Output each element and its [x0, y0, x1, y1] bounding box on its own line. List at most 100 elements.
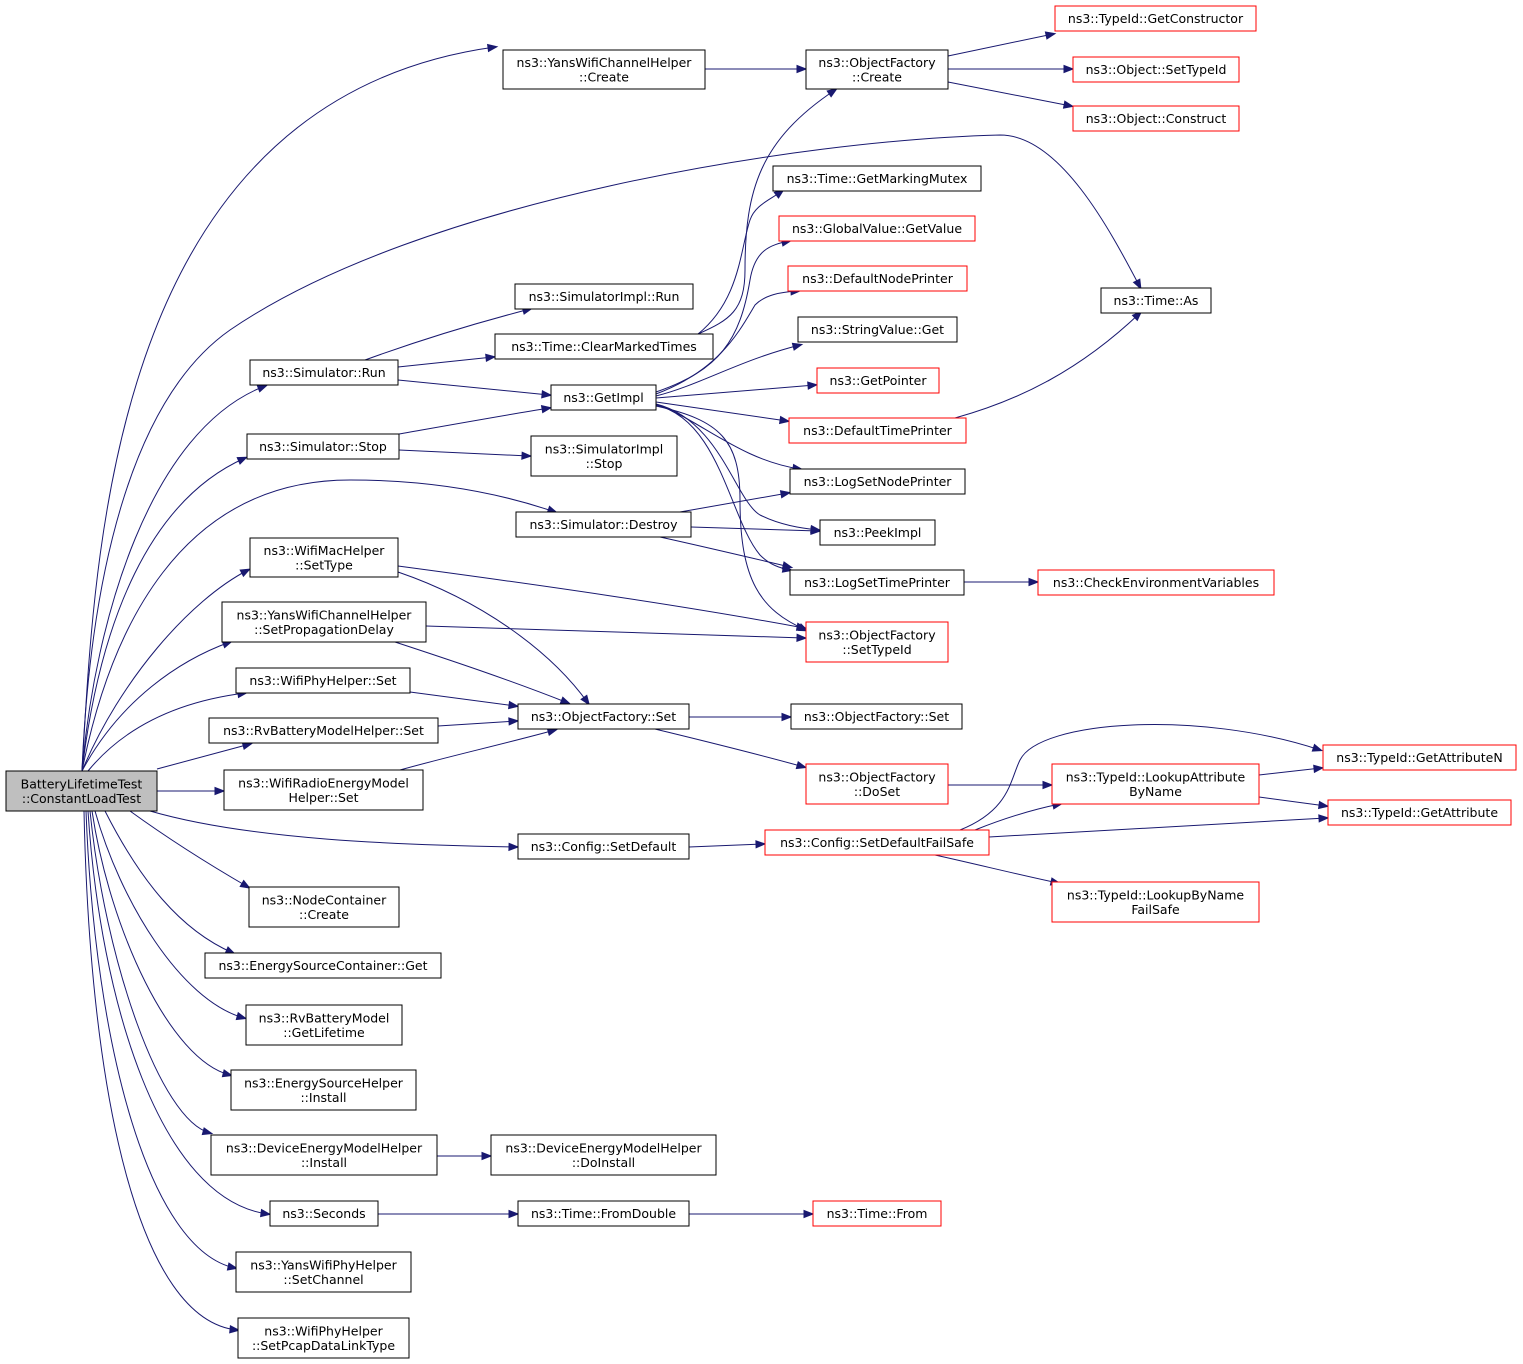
edge-root-to-cfgSetDefault [149, 810, 520, 852]
arrowhead-icon [795, 622, 808, 631]
node-demhInstall[interactable]: ns3::DeviceEnergyModelHelper::Install [210, 1134, 438, 1176]
node-simImplRun[interactable]: ns3::SimulatorImpl::Run [514, 283, 694, 310]
arrowhead-icon [485, 353, 497, 362]
node-box [530, 435, 678, 477]
node-box [789, 468, 966, 495]
node-box [245, 1004, 403, 1046]
edge-defTimePrinter-to-timeAs [954, 310, 1143, 419]
edge-macSetType-to-ofSetMid [397, 571, 591, 706]
node-objSetTypeId[interactable]: ns3::Object::SetTypeId [1072, 56, 1240, 83]
node-yansSetProp[interactable]: ns3::YansWifiChannelHelper::SetPropagati… [221, 601, 427, 643]
node-box [789, 569, 965, 596]
node-seconds[interactable]: ns3::Seconds [269, 1200, 379, 1227]
node-label: ns3::Time::GetMarkingMutex [787, 171, 968, 186]
node-cfgSetDefaultFS[interactable]: ns3::Config::SetDefaultFailSafe [764, 829, 990, 856]
arrowhead-icon [201, 1127, 214, 1136]
node-label: ns3::PeekImpl [834, 525, 922, 540]
arrowhead-icon [559, 696, 572, 705]
node-label: ns3::ObjectFactory [818, 627, 936, 642]
node-label: ns3::Time::ClearMarkedTimes [511, 339, 697, 354]
node-tidGetAttrN[interactable]: ns3::TypeId::GetAttributeN [1322, 744, 1517, 771]
node-box [787, 265, 968, 292]
edge-yansSetProp-to-ofSetTypeId [425, 625, 808, 643]
node-peekImpl[interactable]: ns3::PeekImpl [819, 519, 936, 546]
node-objConstruct[interactable]: ns3::Object::Construct [1072, 105, 1240, 132]
node-getImpl[interactable]: ns3::GetImpl [550, 384, 657, 411]
arrowhead-icon [256, 384, 269, 393]
node-getMarkingMutex[interactable]: ns3::Time::GetMarkingMutex [772, 165, 982, 192]
node-ofSetTypeId[interactable]: ns3::ObjectFactory::SetTypeId [805, 621, 949, 663]
node-checkEnv[interactable]: ns3::CheckEnvironmentVariables [1037, 569, 1275, 596]
node-ofSetRight[interactable]: ns3::ObjectFactory::Set [790, 703, 963, 730]
node-demhDoInstall[interactable]: ns3::DeviceEnergyModelHelper::DoInstall [490, 1134, 717, 1176]
node-label: ns3::Time::FromDouble [531, 1206, 676, 1221]
node-getPointer[interactable]: ns3::GetPointer [816, 367, 940, 394]
node-simStop[interactable]: ns3::Simulator::Stop [246, 433, 400, 460]
arrowhead-icon [1062, 100, 1075, 109]
node-label: ns3::RvBatteryModelHelper::Set [223, 723, 424, 738]
edge-yansSetProp-to-ofSetMid [394, 641, 572, 705]
edge-ofSetMid-to-ofDoSet [654, 728, 808, 770]
node-yansPhySetChannel[interactable]: ns3::YansWifiPhyHelper::SetChannel [235, 1251, 412, 1293]
node-eshInstall[interactable]: ns3::EnergySourceHelper::Install [230, 1069, 417, 1111]
node-label: ::SetType [295, 557, 353, 572]
node-simRun[interactable]: ns3::Simulator::Run [249, 359, 399, 386]
arrowhead-icon [508, 1209, 520, 1219]
node-ofCreate[interactable]: ns3::ObjectFactory::Create [805, 49, 949, 90]
node-svGet[interactable]: ns3::StringValue::Get [797, 316, 958, 343]
node-tidGetAttr[interactable]: ns3::TypeId::GetAttribute [1327, 799, 1512, 826]
node-ncCreate[interactable]: ns3::NodeContainer::Create [248, 886, 400, 928]
edge-getImpl-to-peekImpl [655, 403, 822, 534]
edge-logSetTimePrinter-to-checkEnv [964, 577, 1040, 587]
node-clearMarked[interactable]: ns3::Time::ClearMarkedTimes [494, 333, 714, 360]
node-root[interactable]: BatteryLifetimeTest::ConstantLoadTest [5, 770, 158, 812]
edge-getImpl-to-getPointer [655, 381, 819, 399]
node-logSetTimePrinter[interactable]: ns3::LogSetTimePrinter [789, 569, 965, 596]
node-label: ns3::Object::Construct [1086, 111, 1227, 126]
edge-root-to-yansCreate [81, 43, 499, 772]
node-box [494, 333, 714, 360]
arrowhead-icon [1311, 743, 1324, 752]
node-simDestroy[interactable]: ns3::Simulator::Destroy [515, 511, 692, 538]
node-tidGetCtor[interactable]: ns3::TypeId::GetConstructor [1054, 5, 1257, 32]
node-label: ns3::WifiMacHelper [264, 543, 386, 558]
arrowhead-icon [1318, 800, 1330, 810]
node-fromDouble[interactable]: ns3::Time::FromDouble [517, 1200, 690, 1227]
arrowhead-icon [796, 64, 808, 74]
edge-ofCreate-to-tidGetCtor [947, 31, 1057, 57]
node-label: ns3::Config::SetDefaultFailSafe [780, 835, 974, 850]
arrowhead-icon [239, 568, 252, 578]
node-gvGetValue[interactable]: ns3::GlobalValue::GetValue [778, 215, 976, 242]
node-timeAs[interactable]: ns3::Time::As [1100, 287, 1212, 314]
edge-ofDoSet-to-tidLookupAttr [948, 780, 1054, 790]
node-defTimePrinter[interactable]: ns3::DefaultTimePrinter [788, 417, 967, 444]
node-phySet[interactable]: ns3::WifiPhyHelper::Set [235, 667, 411, 694]
node-label: ::SetTypeId [842, 642, 911, 657]
node-ofSetMid[interactable]: ns3::ObjectFactory::Set [517, 703, 690, 730]
node-rvSet[interactable]: ns3::RvBatteryModelHelper::Set [208, 717, 439, 744]
node-ofDoSet[interactable]: ns3::ObjectFactory::DoSet [805, 763, 949, 805]
arrowhead-icon [508, 717, 520, 726]
node-yansCreate[interactable]: ns3::YansWifiChannelHelper::Create [502, 49, 706, 90]
node-box [812, 1200, 942, 1227]
node-label: ns3::SimulatorImpl [545, 441, 663, 456]
arrowhead-icon [214, 786, 226, 796]
node-label: ns3::StringValue::Get [811, 322, 944, 337]
node-box [237, 1317, 410, 1359]
arrowhead-icon [229, 1325, 241, 1334]
arrowhead-icon [779, 415, 791, 425]
node-simImplStop[interactable]: ns3::SimulatorImpl::Stop [530, 435, 678, 477]
node-cfgSetDefault[interactable]: ns3::Config::SetDefault [517, 833, 690, 860]
node-defNodePrinter[interactable]: ns3::DefaultNodePrinter [787, 265, 968, 292]
node-macSetType[interactable]: ns3::WifiMacHelper::SetType [249, 537, 399, 578]
node-rvGetLifetime[interactable]: ns3::RvBatteryModel::GetLifetime [245, 1004, 403, 1046]
node-label: ::Install [300, 1090, 346, 1105]
node-escGet[interactable]: ns3::EnergySourceContainer::Get [204, 952, 442, 979]
node-phySetPcap[interactable]: ns3::WifiPhyHelper::SetPcapDataLinkType [237, 1317, 410, 1359]
node-timeFrom[interactable]: ns3::Time::From [812, 1200, 942, 1227]
node-logSetNodePrinter[interactable]: ns3::LogSetNodePrinter [789, 468, 966, 495]
